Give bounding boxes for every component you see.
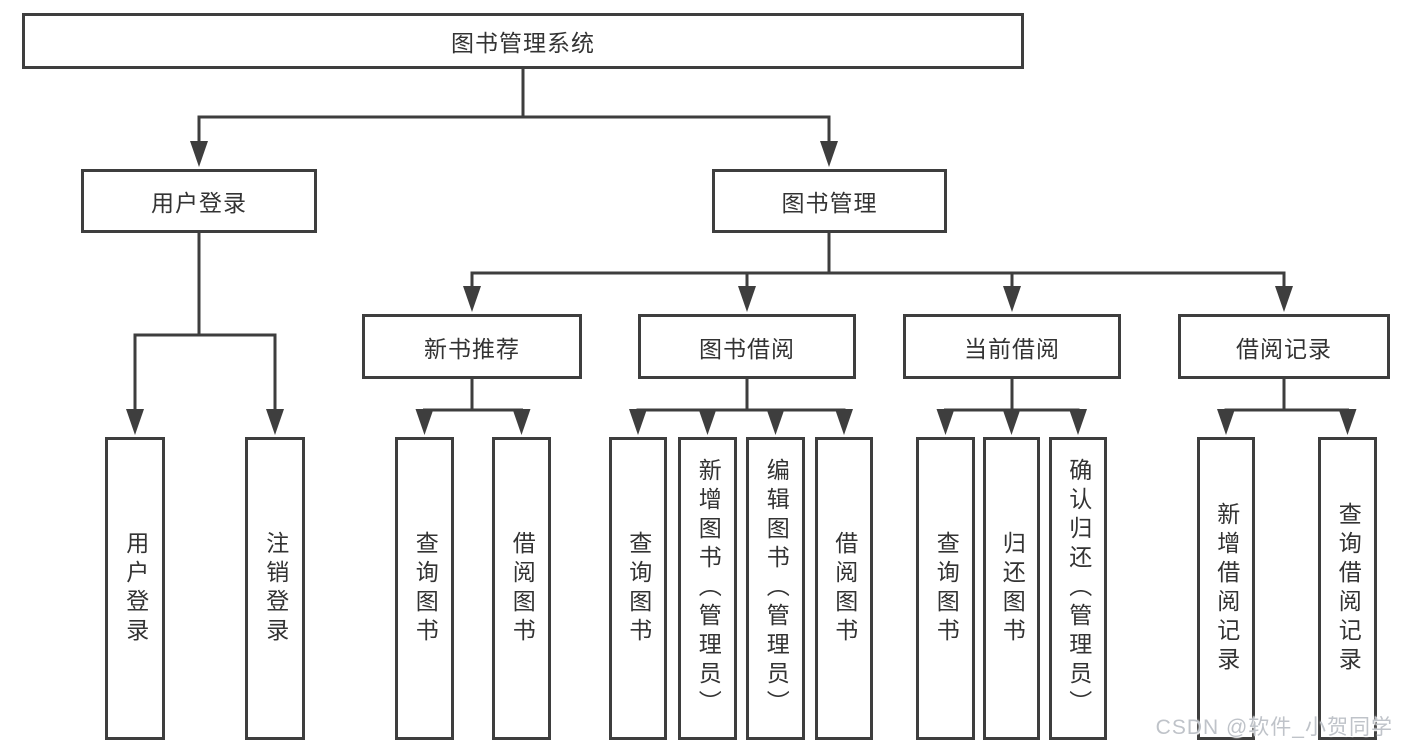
node-query-borrow-record: 查询借阅记录 — [1318, 437, 1377, 740]
node-query-books-recommend: 查询图书 — [395, 437, 454, 740]
node-user-login-leaf: 用户登录 — [105, 437, 165, 740]
arrowhead-icon — [512, 409, 531, 435]
node-borrow-books-leaf: 借阅图书 — [815, 437, 873, 740]
arrowhead-icon — [415, 409, 434, 435]
arrowhead-icon — [698, 409, 717, 435]
node-book-management: 图书管理 — [712, 169, 947, 233]
arrowhead-icon — [190, 141, 208, 167]
node-query-books-current: 查询图书 — [916, 437, 975, 740]
connector-book-management-to-level3 — [470, 233, 1286, 288]
arrowhead-icon — [1338, 409, 1357, 435]
arrowhead-icon — [1217, 409, 1235, 435]
node-current-borrow: 当前借阅 — [903, 314, 1121, 379]
arrowhead-icon — [1002, 409, 1021, 435]
arrowhead-icon — [629, 409, 647, 435]
node-edit-books-admin: 编辑图书（管理员） — [746, 437, 805, 740]
node-borrow-books-recommend: 借阅图书 — [492, 437, 551, 740]
connector-borrow-records-to-leaves — [1224, 379, 1349, 412]
arrowhead-icon — [463, 286, 481, 312]
connector-root-to-level2 — [197, 69, 831, 143]
arrowhead-icon — [126, 409, 144, 435]
node-logout-leaf: 注销登录 — [245, 437, 305, 740]
node-borrow-records: 借阅记录 — [1178, 314, 1390, 379]
connector-user-login-to-leaves — [133, 232, 277, 411]
node-book-borrow: 图书借阅 — [638, 314, 856, 379]
node-return-books: 归还图书 — [983, 437, 1040, 740]
node-add-borrow-record: 新增借阅记录 — [1197, 437, 1255, 740]
csdn-watermark: CSDN @软件_小贺同学 — [1155, 716, 1393, 739]
connector-new-book-recommend-to-leaves — [423, 379, 523, 412]
node-user-login: 用户登录 — [81, 169, 317, 233]
arrowhead-icon — [1069, 409, 1087, 435]
node-add-books-admin: 新增图书（管理员） — [678, 437, 737, 740]
node-query-books-borrow: 查询图书 — [609, 437, 667, 740]
connector-current-borrow-to-leaves — [944, 379, 1080, 412]
node-confirm-return-admin: 确认归还（管理员） — [1049, 437, 1107, 740]
arrowhead-icon — [766, 409, 785, 435]
arrowhead-icon — [936, 409, 955, 435]
arrowhead-icon — [738, 286, 756, 312]
arrowhead-icon — [835, 409, 853, 435]
arrowhead-icon — [1003, 286, 1021, 312]
arrowhead-icon — [820, 141, 838, 167]
arrowheads — [126, 141, 1357, 435]
node-library-system: 图书管理系统 — [22, 13, 1024, 69]
arrowhead-icon — [266, 409, 284, 435]
node-new-book-recommend: 新书推荐 — [362, 314, 582, 379]
connector-book-borrow-to-leaves — [636, 379, 846, 412]
arrowhead-icon — [1275, 286, 1293, 312]
